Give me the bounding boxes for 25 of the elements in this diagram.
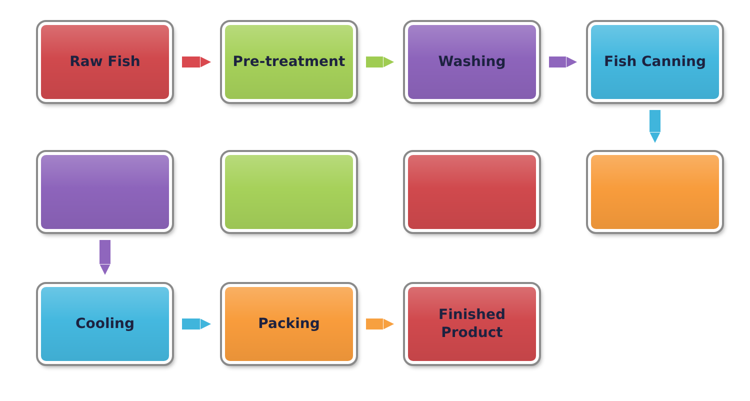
empty-box [588,152,722,232]
arrow [182,318,212,330]
process-box [588,22,722,102]
empty-box [405,152,539,232]
arrow [98,240,112,276]
arrow [366,56,396,68]
process-box [222,22,356,102]
step-label: Raw Fish [70,52,140,72]
arrow [549,56,578,68]
empty-box [38,152,172,232]
step-label: Packing [258,314,320,334]
step-label: Cooling [75,314,135,334]
arrow [182,56,212,68]
step-label: Finished Product [438,306,506,342]
process-box [405,22,539,102]
process-box [405,284,539,364]
arrow [366,318,396,330]
process-box [38,284,172,364]
arrow [648,110,662,144]
step-label: Fish Canning [604,52,706,72]
empty-box [222,152,356,232]
process-box [222,284,356,364]
process-box [38,22,172,102]
step-label: Pre-treatment [232,52,346,72]
step-label: Washing [438,52,506,72]
